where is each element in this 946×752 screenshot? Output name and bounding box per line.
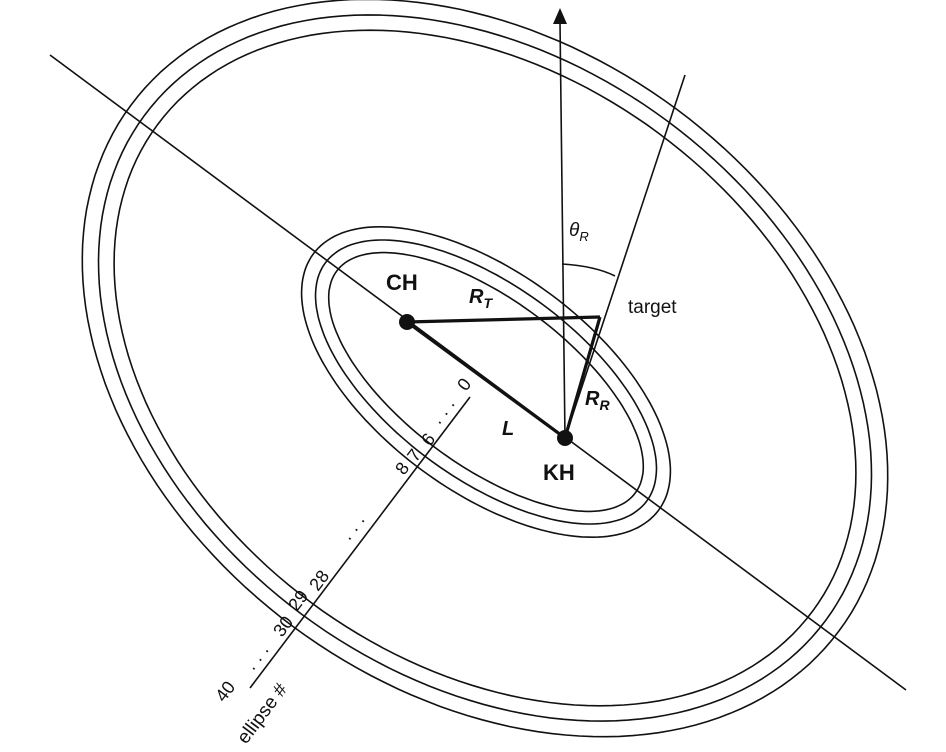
rr-label: RR: [585, 388, 610, 413]
ellipse-28: [113, 29, 857, 707]
target-ray: [564, 74, 686, 439]
l-label: L: [502, 418, 514, 440]
tick-30: 30: [269, 612, 297, 640]
ellipse-number-axis: [249, 396, 471, 689]
angle-arc: [561, 263, 616, 277]
theta-label: θR: [569, 220, 589, 244]
ellipse-8: [300, 225, 672, 539]
tick-40: 40: [211, 677, 239, 705]
kh-point: [557, 430, 573, 446]
segment-l: [406, 320, 566, 440]
arrow-head-icon: [553, 8, 567, 24]
ellipse-30: [81, 0, 889, 738]
ellipse-7: [314, 239, 658, 525]
tick-6: 6: [417, 429, 439, 449]
tick-dots-outer: · · ·: [243, 642, 276, 676]
tick-0: 0: [453, 374, 475, 394]
kh-label: KH: [543, 460, 575, 485]
target-label: target: [628, 297, 677, 318]
ch-point: [399, 314, 415, 330]
rt-label: RT: [469, 286, 493, 311]
segment-rr: [563, 316, 602, 439]
ellipse-6: [327, 251, 645, 513]
outer-ellipses: [81, 0, 889, 738]
ellipse-29: [97, 14, 873, 722]
axis-label: ellipse #: [233, 679, 292, 748]
north-arrow-line: [559, 21, 566, 439]
inner-ellipses: [300, 225, 672, 539]
ch-label: CH: [386, 270, 418, 295]
tick-dots-middle: · · ·: [339, 512, 372, 546]
segment-rt: [406, 315, 601, 324]
tick-dots-inner: · · ·: [429, 396, 462, 430]
tick-28: 28: [305, 566, 333, 594]
